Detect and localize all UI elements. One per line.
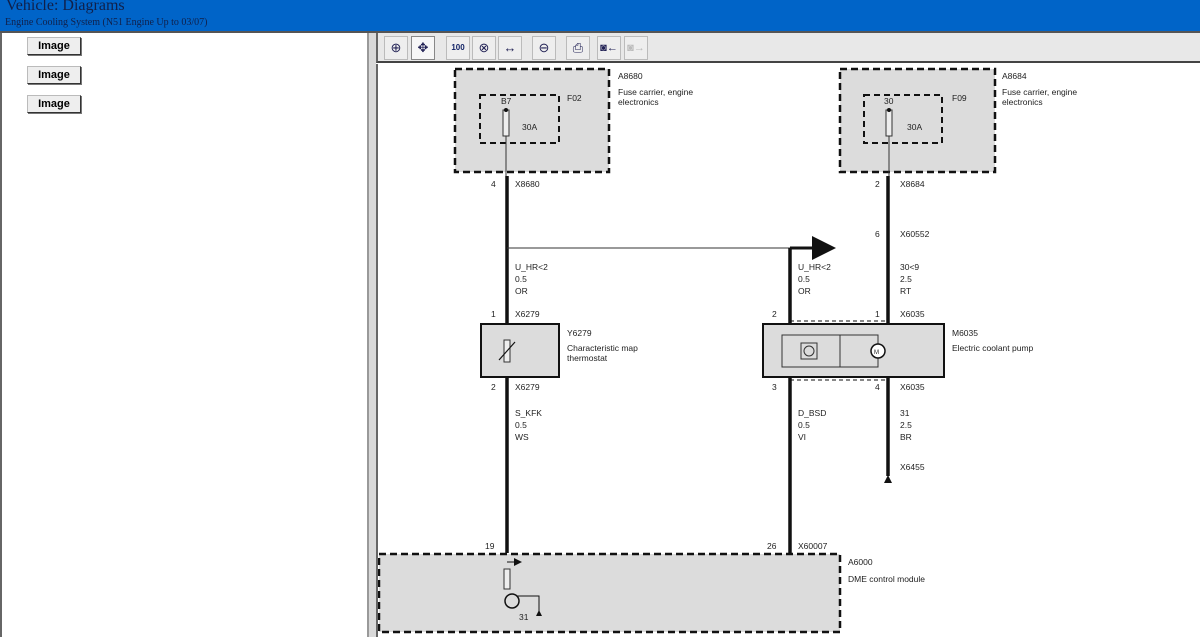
diagram-label: 30A bbox=[907, 122, 922, 132]
diagram-label: DME control module bbox=[848, 574, 925, 584]
diagram-label: 4 bbox=[491, 179, 496, 189]
diagram-label: F09 bbox=[952, 93, 967, 103]
diagram-label: 2 bbox=[875, 179, 880, 189]
image-button-2[interactable]: Image bbox=[27, 66, 81, 84]
ground-icon bbox=[536, 610, 542, 616]
diagram-label: 2 bbox=[772, 309, 777, 319]
diagram-label: VI bbox=[798, 432, 806, 442]
previous-image-icon[interactable]: ◙← bbox=[597, 36, 621, 60]
diagram-label: 2 bbox=[491, 382, 496, 392]
diagram-label: 31 bbox=[519, 612, 529, 622]
diagram-label: 0.5 bbox=[798, 420, 810, 430]
diagram-label: RT bbox=[900, 286, 911, 296]
diagram-label: X8684 bbox=[900, 179, 925, 189]
diagram-label: electronics bbox=[1002, 97, 1043, 107]
diagram-label: X6035 bbox=[900, 382, 925, 392]
diagram-label: Characteristic map bbox=[567, 343, 638, 353]
diagram-label: 4 bbox=[875, 382, 880, 392]
thermostat-y6279: 1 X6279 2 X6279 Y6279 Characteristic map… bbox=[480, 309, 638, 392]
diagram-label: Fuse carrier, engine bbox=[618, 87, 693, 97]
diagram-label: Y6279 bbox=[567, 328, 592, 338]
diagram-label: electronics bbox=[618, 97, 659, 107]
diagram-label: 2.5 bbox=[900, 420, 912, 430]
diagram-label: 3 bbox=[772, 382, 777, 392]
diagram-label: B7 bbox=[501, 96, 512, 106]
diagram-label: S_KFK bbox=[515, 408, 542, 418]
diagram-label: 6 bbox=[875, 229, 880, 239]
diagram-label: U_HR<2 bbox=[515, 262, 548, 272]
diagram-label: 1 bbox=[875, 309, 880, 319]
diagram-label: A6000 bbox=[848, 557, 873, 567]
diagram-label: X6455 bbox=[900, 462, 925, 472]
diagram-label: 30A bbox=[522, 122, 537, 132]
coolant-pump-m6035: M 2 1 X6035 3 4 X6035 M6035 Electric coo… bbox=[762, 309, 1034, 392]
diagram-label: X6279 bbox=[515, 309, 540, 319]
diagram-label: X8680 bbox=[515, 179, 540, 189]
diagram-subtitle: Engine Cooling System (N51 Engine Up to … bbox=[5, 17, 208, 28]
diagram-label: 1 bbox=[491, 309, 496, 319]
diagram-label: M bbox=[874, 350, 879, 356]
diagram-label: 30<9 bbox=[900, 262, 919, 272]
diagram-label: A8684 bbox=[1002, 71, 1027, 81]
diagram-label: 26 bbox=[767, 541, 777, 551]
fuse-carrier-a8684: A8684 Fuse carrier, engine electronics F… bbox=[838, 67, 1077, 174]
diagram-label: A8680 bbox=[618, 71, 643, 81]
motor-icon bbox=[870, 343, 886, 359]
diagram-label: 2.5 bbox=[900, 274, 912, 284]
diagram-label: F02 bbox=[567, 93, 582, 103]
zoom-width-icon[interactable]: ↔ bbox=[498, 36, 522, 60]
left-pane: Image Image Image bbox=[0, 33, 369, 637]
zoom-in-icon[interactable]: ⊕ bbox=[384, 36, 408, 60]
pan-icon[interactable]: ✥ bbox=[411, 36, 435, 60]
next-image-icon[interactable]: ◙→ bbox=[624, 36, 648, 60]
diagram-label: BR bbox=[900, 432, 912, 442]
fuse-icon bbox=[502, 109, 510, 137]
diagram-label: M6035 bbox=[952, 328, 978, 338]
fuse-carrier-a8680: A8680 Fuse carrier, engine electronics F… bbox=[453, 67, 693, 174]
diagram-label: X6035 bbox=[900, 309, 925, 319]
diagram-label: 19 bbox=[485, 541, 495, 551]
diagram-label: OR bbox=[798, 286, 811, 296]
diagram-label: thermostat bbox=[567, 353, 608, 363]
transistor-icon bbox=[504, 593, 520, 609]
diagram-label: U_HR<2 bbox=[798, 262, 831, 272]
pane-divider[interactable] bbox=[369, 33, 376, 637]
diagram-label: Electric coolant pump bbox=[952, 343, 1034, 353]
diagram-label: 30 bbox=[884, 96, 894, 106]
diagram-label: X60007 bbox=[798, 541, 828, 551]
window-title: Vehicle: Diagrams bbox=[6, 0, 125, 14]
print-icon[interactable]: ⎙ bbox=[566, 36, 590, 60]
diagram-label: OR bbox=[515, 286, 528, 296]
ground-icon bbox=[884, 475, 892, 483]
title-bar: Vehicle: Diagrams Engine Cooling System … bbox=[0, 0, 1200, 33]
diagram-label: X60552 bbox=[900, 229, 930, 239]
diagram-toolbar: ⊕ ✥ 100 ⊗ ↔ ⊖ ⎙ ◙← ◙→ bbox=[376, 33, 1200, 63]
wiring-diagram: A8680 Fuse carrier, engine electronics F… bbox=[376, 64, 1077, 637]
diagram-label: WS bbox=[515, 432, 529, 442]
dme-control-module-a6000: 19 26 X60007 31 A6000 DME control module bbox=[378, 541, 925, 634]
diagram-label: 31 bbox=[900, 408, 910, 418]
image-button-1[interactable]: Image bbox=[27, 37, 81, 55]
zoom-100-icon[interactable]: 100 bbox=[446, 36, 470, 60]
diagram-label: 0.5 bbox=[798, 274, 810, 284]
diagram-label: X6279 bbox=[515, 382, 540, 392]
diagram-label: Fuse carrier, engine bbox=[1002, 87, 1077, 97]
diagram-label: 0.5 bbox=[515, 274, 527, 284]
zoom-out-icon[interactable]: ⊖ bbox=[532, 36, 556, 60]
zoom-fit-icon[interactable]: ⊗ bbox=[472, 36, 496, 60]
diagram-label: D_BSD bbox=[798, 408, 826, 418]
diagram-label: 0.5 bbox=[515, 420, 527, 430]
fuse-icon bbox=[885, 109, 893, 137]
image-button-3[interactable]: Image bbox=[27, 95, 81, 113]
